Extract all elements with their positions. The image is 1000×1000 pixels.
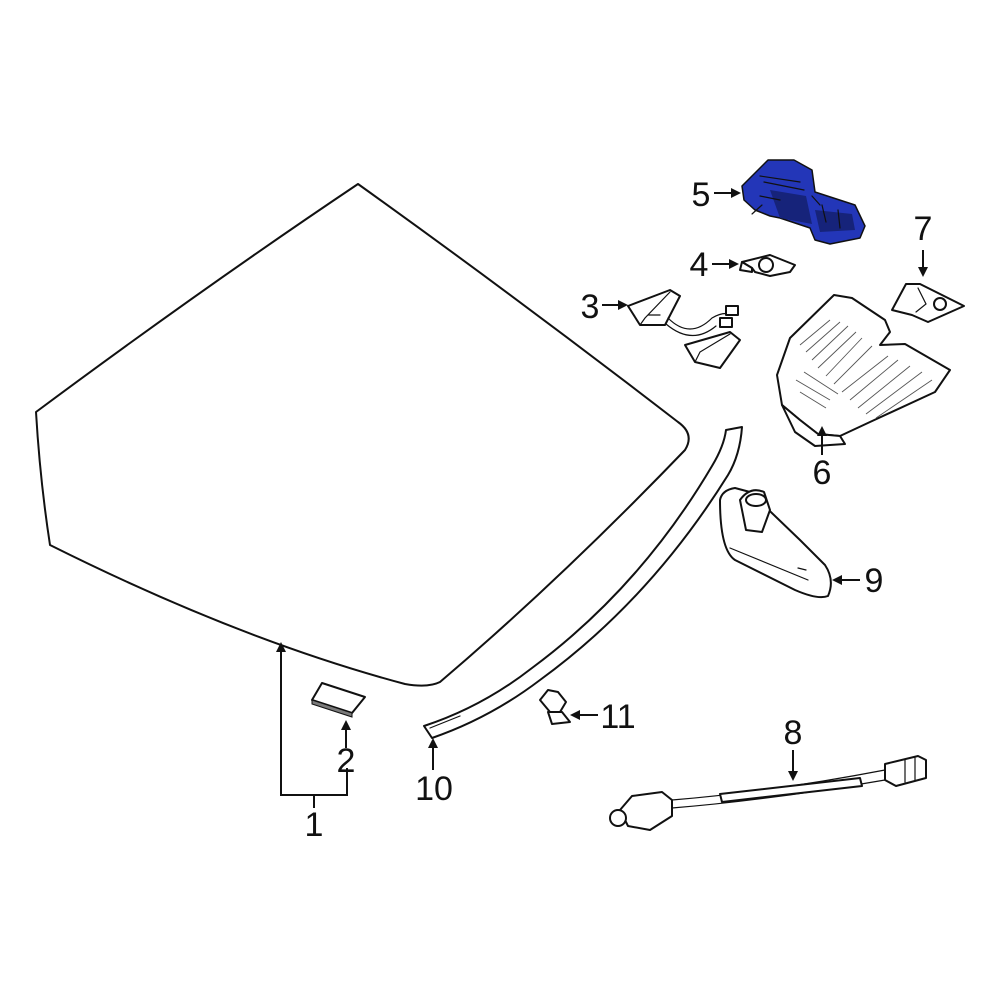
callout-7[interactable]: 7 xyxy=(914,210,933,248)
callout-2[interactable]: 2 xyxy=(337,742,356,780)
callout-4[interactable]: 4 xyxy=(690,246,709,284)
sensor-part[interactable] xyxy=(739,254,796,277)
bracket-hole xyxy=(933,297,947,311)
sensor-cover-lower-detail xyxy=(694,333,731,363)
bracket-pad-part[interactable] xyxy=(311,682,366,718)
leader-9-arrow xyxy=(832,575,842,585)
leader-11-arrow xyxy=(570,710,580,720)
mirror-cover-base xyxy=(781,404,846,447)
callout-11[interactable]: 11 xyxy=(600,698,635,736)
sensor-connector-a xyxy=(725,305,739,316)
mirror-cover-part[interactable] xyxy=(776,294,951,447)
mirror-body xyxy=(719,487,832,599)
mirror-detail xyxy=(729,547,809,581)
leader-3-arrow xyxy=(618,300,628,310)
rear-view-mirror-part[interactable] xyxy=(719,487,832,599)
harness-camera-connector xyxy=(619,791,673,831)
leader-1-arrow xyxy=(276,642,286,652)
callout-3[interactable]: 3 xyxy=(581,288,600,326)
callout-10[interactable]: 10 xyxy=(415,770,453,808)
harness-camera-lens xyxy=(609,809,627,827)
leader-1 xyxy=(280,648,348,808)
sensor-tab xyxy=(739,261,753,273)
mirror-mount-ball xyxy=(745,493,767,507)
sensor-cover-upper-detail xyxy=(639,291,671,326)
molding-strip-edge xyxy=(429,426,743,729)
callout-1[interactable]: 1 xyxy=(305,806,324,844)
windshield-glass-outline xyxy=(35,183,690,687)
leader-10-arrow xyxy=(428,738,438,748)
molding-strip-part[interactable] xyxy=(423,426,743,739)
sensor-lens xyxy=(758,257,774,273)
harness-sleeve xyxy=(719,777,863,803)
mirror-cover-hatching xyxy=(795,319,933,419)
windshield-part[interactable] xyxy=(35,183,690,687)
bracket-pad-side xyxy=(311,699,353,718)
bracket-detail xyxy=(915,287,927,313)
callout-6[interactable]: 6 xyxy=(813,454,832,492)
sensor-cover-upper xyxy=(627,289,681,326)
camera-module-detail xyxy=(759,175,841,229)
leader-2-arrow xyxy=(341,720,351,730)
bracket-part[interactable] xyxy=(891,283,965,323)
clip-part[interactable] xyxy=(539,689,571,725)
sensor-connector-b xyxy=(719,317,733,328)
camera-module-shading xyxy=(770,190,855,232)
sensor-wire-b xyxy=(665,323,717,337)
callout-5[interactable]: 5 xyxy=(692,176,711,214)
leader-7-arrow xyxy=(918,267,928,277)
bracket-plate xyxy=(891,283,965,323)
leader-4-arrow xyxy=(729,259,739,269)
leader-8-arrow xyxy=(788,771,798,781)
harness-end-detail xyxy=(904,757,916,783)
leader-5-arrow xyxy=(731,188,741,198)
clip-head xyxy=(539,689,567,713)
clip-body xyxy=(547,711,571,725)
sensor-cover-lower xyxy=(684,331,741,369)
rain-sensor-covers-part[interactable] xyxy=(627,289,741,369)
callout-9[interactable]: 9 xyxy=(865,562,884,600)
camera-module-pin xyxy=(751,204,763,215)
leader-lines xyxy=(276,188,928,808)
callout-8[interactable]: 8 xyxy=(784,714,803,752)
camera-harness-part[interactable] xyxy=(609,755,927,831)
leader-6-arrow xyxy=(817,426,827,436)
molding-strip-outline xyxy=(423,426,743,739)
callout-labels: 1 2 3 4 5 6 7 8 9 10 11 xyxy=(305,176,933,844)
camera-module-part[interactable] xyxy=(741,159,866,245)
